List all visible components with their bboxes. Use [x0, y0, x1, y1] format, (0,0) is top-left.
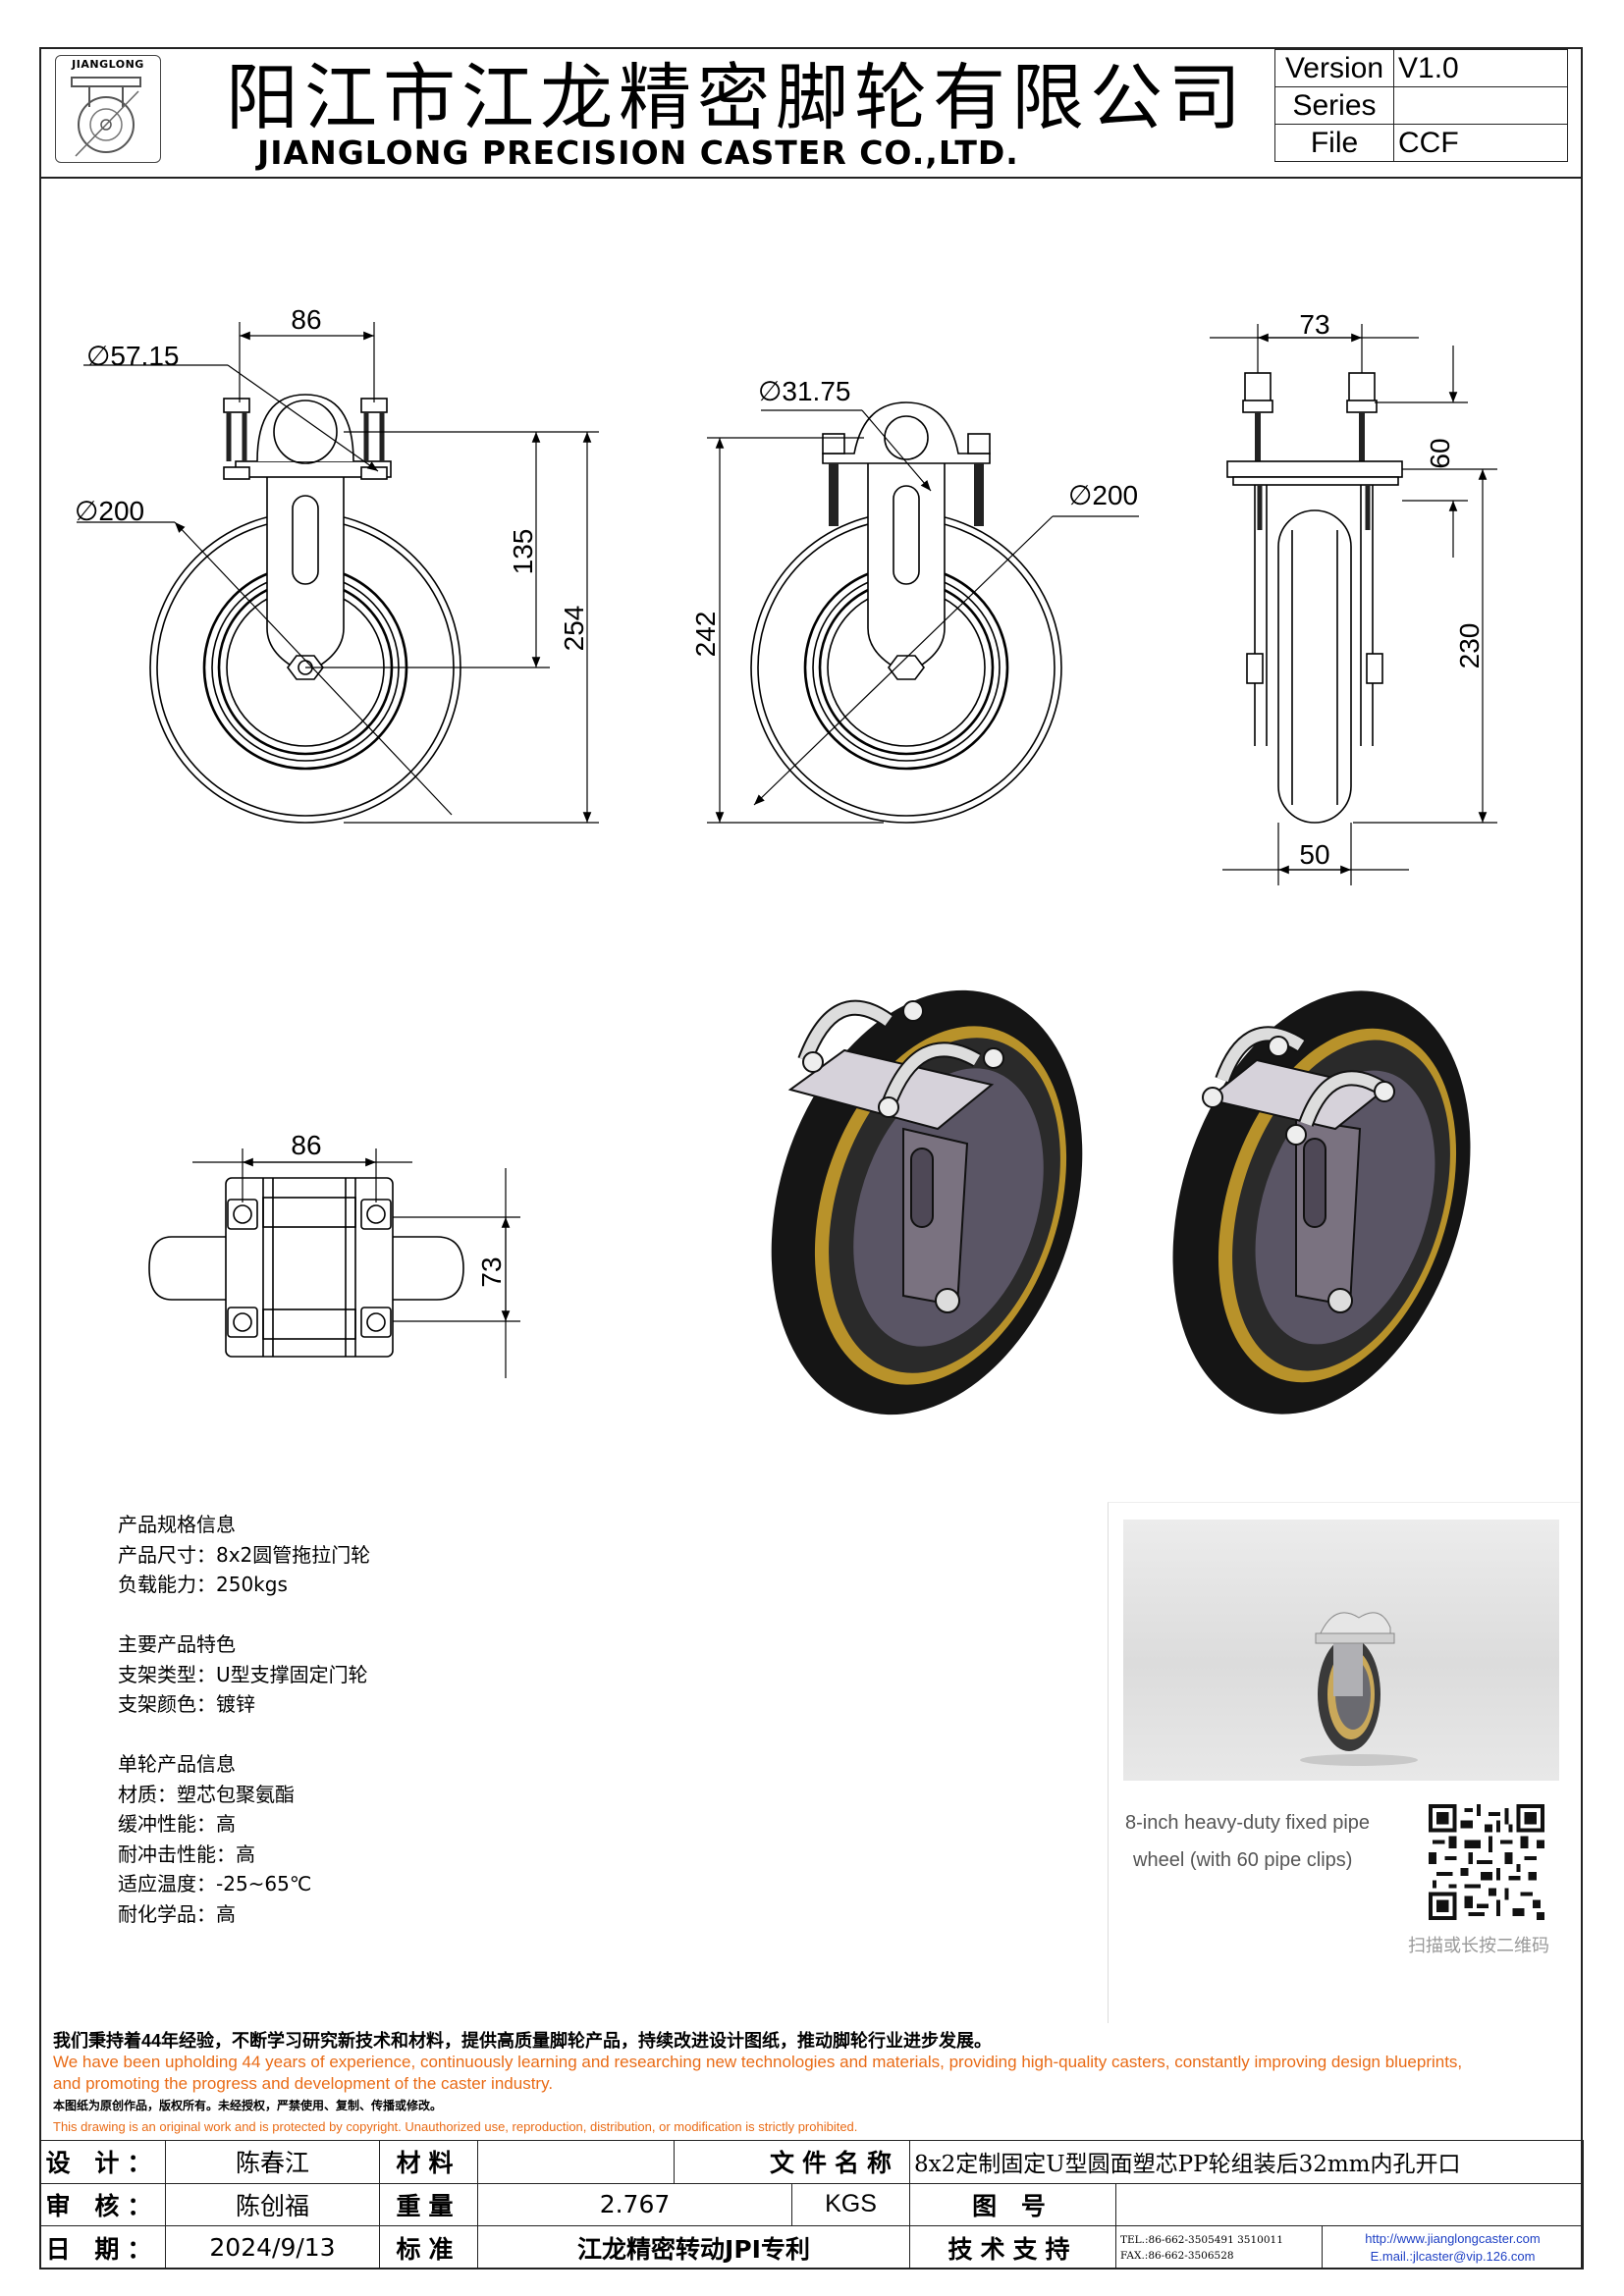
logo-caster-icon — [71, 77, 141, 157]
front-view — [149, 394, 461, 824]
middle-dimensions — [707, 409, 1139, 824]
spec-list: 产品规格信息产品尺寸：8x2圆管拖拉门轮负载能力：250kgs 主要产品特色支架… — [118, 1510, 370, 1929]
qr-code[interactable] — [1429, 1804, 1544, 1920]
top-dimensions — [192, 1148, 520, 1378]
caption-line-2: wheel (with 60 pipe clips) — [1133, 1849, 1353, 1871]
filename-value: 8x2定制固定U型圆面塑芯PP轮组装后32mm内孔开口 — [909, 2140, 1585, 2184]
material-value — [477, 2140, 675, 2184]
side-clip-label: 60 — [1425, 438, 1455, 468]
spec-temperature: 适应温度：-25~65℃ — [118, 1872, 312, 1896]
copyright-en: This drawing is an original work and is … — [53, 2119, 858, 2134]
spec-impact: 耐冲击性能：高 — [118, 1842, 255, 1866]
qr-caption: 扫描或长按二维码 — [1408, 1936, 1549, 1956]
front-h1-label: 135 — [508, 529, 538, 575]
product-photo — [1123, 1520, 1559, 1781]
front-width-label: 86 — [291, 304, 321, 335]
design-label: 设 计： — [39, 2140, 166, 2184]
photo-panel — [1108, 1502, 1580, 2023]
series-label: Series — [1274, 86, 1394, 125]
side-width-label: 73 — [1299, 309, 1329, 340]
technical-drawing: 86 ∅57.15 ∅200 135 254 ∅31.75 ∅200 242 — [75, 304, 1497, 1415]
spec-section2-title: 主要产品特色 — [118, 1632, 236, 1656]
support-label: 技术支持 — [909, 2225, 1117, 2269]
spec-chemical: 耐化学品：高 — [118, 1901, 236, 1926]
caption-line-1: 8-inch heavy-duty fixed pipe — [1125, 1812, 1371, 1834]
file-value: CCF — [1393, 124, 1568, 162]
company-statement: 我们秉持着44年经验，不断学习研究新技术和材料，提供高质量脚轮产品，持续改进设计… — [53, 2030, 1585, 2138]
weight-label: 重量 — [379, 2182, 478, 2227]
mid-pipe-dia-label: ∅31.75 — [758, 376, 850, 406]
designer-name: 陈春江 — [165, 2140, 380, 2184]
front-wheel-dia-label: ∅200 — [75, 496, 144, 526]
company-name-en: JIANGLONG PRECISION CASTER CO.,LTD. — [257, 133, 1019, 172]
tel-text: TEL.:86-662-3505491 3510011 — [1120, 2233, 1283, 2246]
date-value: 2024/9/13 — [165, 2225, 380, 2269]
date-label: 日 期： — [39, 2225, 166, 2269]
spec-section3-title: 单轮产品信息 — [118, 1752, 236, 1776]
side-view — [1226, 372, 1403, 824]
spec-bracket-type: 支架类型：U型支撑固定门轮 — [118, 1662, 368, 1686]
version-value: V1.0 — [1393, 49, 1568, 87]
spec-load: 负载能力：250kgs — [118, 1573, 288, 1596]
title-block: 设 计： 陈春江 材料 文件名称 8x2定制固定U型圆面塑芯PP轮组装后32mm… — [39, 2140, 1585, 2269]
spec-cushion: 缓冲性能：高 — [118, 1812, 236, 1836]
material-label: 材料 — [379, 2140, 478, 2184]
front-h2-label: 254 — [559, 606, 589, 652]
review-label: 审 核： — [39, 2182, 166, 2227]
front-pipe-dia-label: ∅57.15 — [86, 341, 179, 371]
middle-view — [750, 401, 1062, 824]
photo-caption: 8-inch heavy-duty fixed pipe wheel (with… — [1125, 1804, 1390, 1879]
weight-unit: KGS — [790, 2182, 911, 2227]
side-dimensions — [1210, 324, 1497, 885]
top-depth-label: 73 — [476, 1256, 507, 1287]
email-link[interactable]: E.mail.:jlcaster@vip.126.com — [1370, 2248, 1536, 2264]
version-label: Version — [1274, 49, 1394, 87]
product-photo-render — [1300, 1612, 1418, 1766]
standard-label: 标准 — [379, 2225, 478, 2269]
company-logo: JIANGLONG — [55, 55, 161, 163]
drawing-no-value — [1115, 2182, 1585, 2227]
mid-height-label: 242 — [690, 612, 721, 658]
side-height-label: 230 — [1454, 623, 1485, 669]
top-width-label: 86 — [291, 1130, 321, 1160]
statement-cn: 我们秉持着44年经验，不断学习研究新技术和材料，提供高质量脚轮产品，持续改进设计… — [53, 2031, 993, 2051]
spec-bracket-color: 支架颜色：镀锌 — [118, 1692, 255, 1716]
spec-section1-title: 产品规格信息 — [118, 1513, 236, 1536]
spec-material: 材质：塑芯包聚氨酯 — [118, 1782, 295, 1806]
side-wheel-width-label: 50 — [1299, 839, 1329, 870]
top-view — [148, 1177, 464, 1358]
version-table: Version V1.0 Series File CCF — [1274, 49, 1568, 162]
render-caster-1 — [771, 989, 1083, 1415]
standard-value: 江龙精密转动JPI专利 — [476, 2225, 911, 2269]
file-label: File — [1274, 124, 1394, 162]
reviewer-name: 陈创福 — [165, 2182, 380, 2227]
company-name-cn: 阳江市江龙精密脚轮有限公司 — [226, 56, 1247, 140]
mid-wheel-dia-label: ∅200 — [1068, 480, 1138, 510]
header-divider — [39, 177, 1583, 179]
render-caster-2 — [1172, 990, 1471, 1415]
contact-phone: TEL.:86-662-3505491 3510011 FAX.:86-662-… — [1115, 2225, 1324, 2269]
logo-text: JIANGLONG — [72, 58, 144, 71]
drawing-no-label: 图 号 — [909, 2182, 1117, 2227]
contact-web[interactable]: http://www.jianglongcaster.com E.mail.:j… — [1322, 2225, 1585, 2269]
copyright-cn: 本图纸为原创作品，版权所有。未经授权，严禁使用、复制、传播或修改。 — [53, 2099, 443, 2112]
statement-en-1: We have been upholding 44 years of exper… — [53, 2053, 1463, 2071]
fax-text: FAX.:86-662-3506528 — [1120, 2249, 1234, 2262]
spec-size: 产品尺寸：8x2圆管拖拉门轮 — [118, 1542, 371, 1567]
weight-value: 2.767 — [477, 2182, 792, 2227]
front-dimensions — [77, 322, 599, 824]
series-value — [1393, 86, 1568, 125]
statement-en-2: and promoting the progress and developme… — [53, 2074, 554, 2093]
website-link[interactable]: http://www.jianglongcaster.com — [1365, 2230, 1541, 2246]
filename-label: 文件名称 — [673, 2140, 911, 2184]
